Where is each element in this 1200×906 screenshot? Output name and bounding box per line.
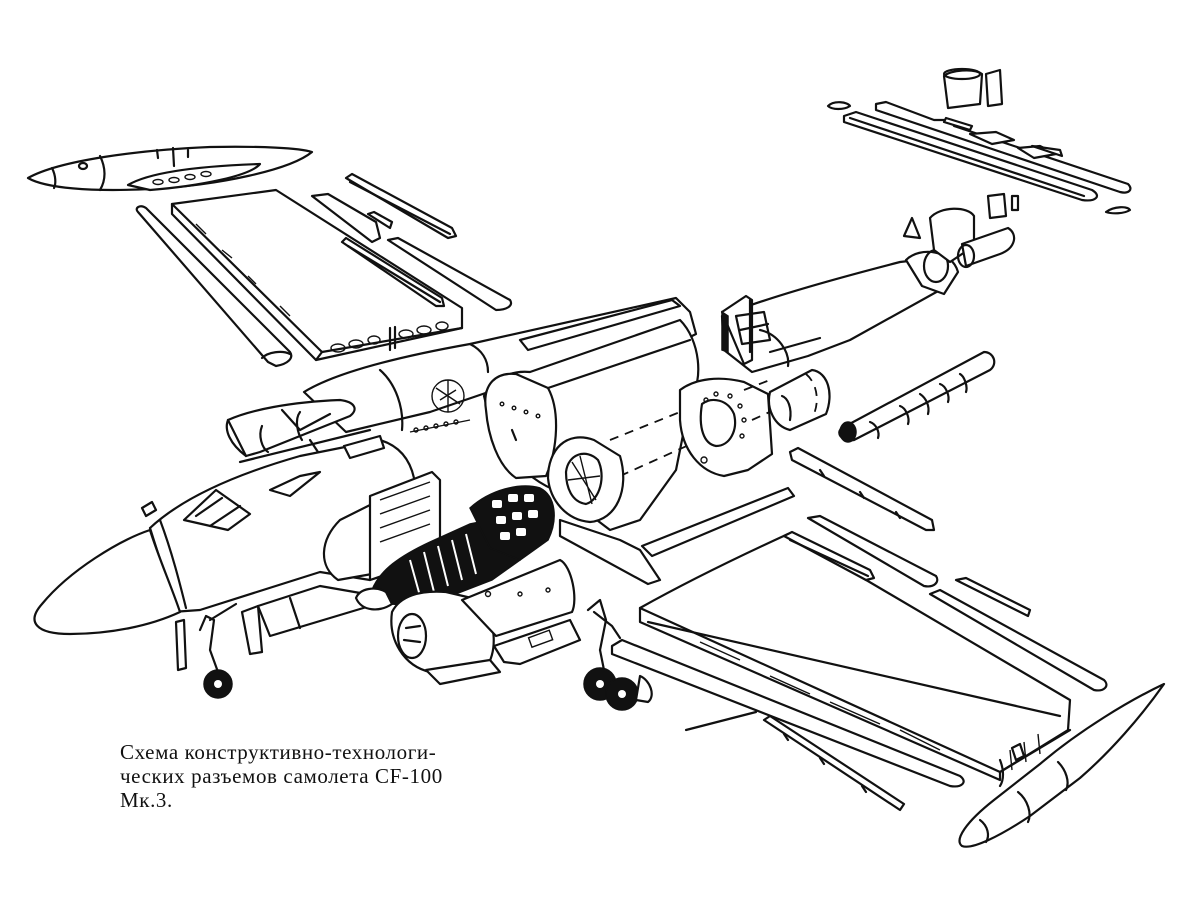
center-flap-strip (642, 488, 794, 556)
engine-nacelle-intake (391, 592, 500, 684)
wing-rib-holes (331, 322, 448, 352)
horizontal-stabilizer (828, 102, 1130, 213)
cockpit-canopy (227, 400, 355, 456)
caption-line-3: Мк.3. (120, 788, 173, 812)
right-wing-lower-rail (764, 716, 904, 810)
rear-fuselage-tail-cone (722, 209, 1014, 372)
caption-line-2: ческих разъемов самолета CF-100 (120, 764, 443, 788)
jet-pipe-section (769, 370, 830, 430)
left-flap-and-aileron-strips (312, 174, 511, 310)
equipment-bay-grille (410, 380, 470, 432)
jet-pipe (839, 352, 994, 442)
right-wing-fitting-strip (790, 448, 934, 530)
main-landing-gear (584, 600, 652, 710)
intake-ring (548, 437, 623, 522)
nose-landing-gear (176, 604, 262, 698)
engine-bay-access-panels (462, 560, 580, 664)
figure-caption: Схема конструктивно-технологи- ческих ра… (120, 740, 520, 812)
right-wingtip-tank (960, 684, 1164, 847)
right-outer-wing-panel (640, 534, 1070, 780)
left-outer-wing-panel (172, 190, 462, 360)
center-fuselage-section (484, 320, 700, 584)
right-flap-strips (784, 516, 1106, 690)
caption-line-1: Схема конструктивно-технологи- (120, 740, 437, 764)
nose-radome (35, 530, 180, 634)
left-wing-leading-edge (137, 206, 292, 366)
right-wing-leading-edge (612, 640, 964, 786)
tail-fin-fairing (904, 194, 1018, 238)
rear-center-frame (680, 379, 774, 476)
rudder-parts (944, 69, 1002, 108)
left-wingtip-tank (28, 147, 312, 190)
jet-engine (356, 472, 554, 609)
